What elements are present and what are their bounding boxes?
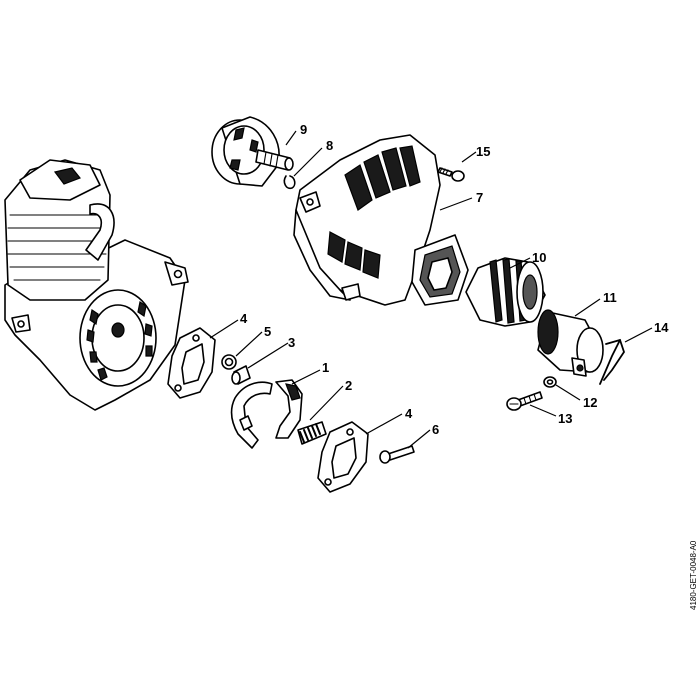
label-5: 5 [264, 324, 271, 339]
label-12: 12 [583, 395, 597, 410]
washer-5 [221, 354, 237, 370]
engine-block [4, 159, 189, 411]
label-3: 3 [288, 335, 295, 350]
clutch-carrier-lower [317, 421, 369, 493]
wire-clip [599, 338, 625, 385]
part-labels: 9 8 15 7 10 11 14 12 13 4 5 3 1 2 4 6 [240, 122, 669, 437]
label-8: 8 [326, 138, 333, 153]
screw-6 [379, 445, 415, 464]
screw-15 [437, 167, 465, 182]
clutch-carrier-upper [167, 327, 216, 399]
sleeve [537, 309, 604, 377]
label-10: 10 [532, 250, 546, 265]
label-13: 13 [558, 411, 572, 426]
label-4-lower: 4 [405, 406, 413, 421]
spring [297, 421, 327, 445]
label-7: 7 [476, 190, 483, 205]
label-11: 11 [603, 290, 617, 305]
circlip [283, 175, 296, 190]
clutch-shoes [230, 379, 303, 449]
label-6: 6 [432, 422, 439, 437]
clutch-drum [211, 116, 294, 187]
label-4-upper: 4 [240, 311, 248, 326]
splined-bushing [465, 257, 546, 327]
label-9: 9 [300, 122, 307, 137]
label-14: 14 [654, 320, 669, 335]
fan-housing [293, 134, 469, 306]
label-15: 15 [476, 144, 490, 159]
sleeve-3 [231, 365, 251, 385]
label-1: 1 [322, 360, 329, 375]
screw-13 [506, 391, 543, 411]
washer-12 [543, 376, 557, 388]
label-2: 2 [345, 378, 352, 393]
reference-code: 4180-GET-0048-A0 [689, 540, 698, 610]
leader-lines [209, 130, 653, 449]
